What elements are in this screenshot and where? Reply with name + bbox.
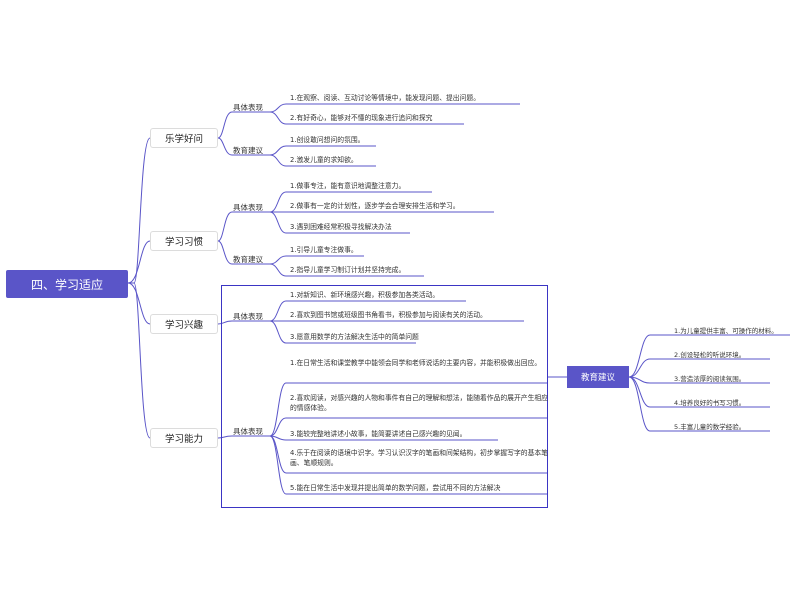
group-label[interactable]: 教育建议	[233, 146, 263, 155]
edu-leaf-item[interactable]: 1.为儿童提供丰富、可操作的材料。	[674, 327, 778, 335]
edu-leaf-item[interactable]: 4.培养良好的书写习惯。	[674, 399, 746, 407]
edu-leaf-item[interactable]: 5.丰富儿童的数学经验。	[674, 423, 746, 431]
leaf-item[interactable]: 3.遇到困难经常积极寻找解决办法	[290, 223, 392, 231]
leaf-item[interactable]: 2.喜欢到图书馆或班级图书角看书，积极参加与阅读有关的活动。	[290, 311, 487, 319]
group-label[interactable]: 具体表现	[233, 312, 263, 321]
leaf-item[interactable]: 5.能在日常生活中发现并提出简单的数学问题，尝试用不同的方法解决	[290, 484, 501, 492]
edu-leaf-item[interactable]: 2.创设轻松的听说环境。	[674, 351, 746, 359]
leaf-item[interactable]: 1.创设敢问想问的氛围。	[290, 136, 365, 144]
leaf-item[interactable]: 2.指导儿童学习制订计划并坚持完成。	[290, 266, 406, 274]
group-label[interactable]: 具体表现	[233, 427, 263, 436]
link-root-topic3	[127, 282, 151, 325]
link-t1-g1	[217, 111, 233, 139]
topic-node-4[interactable]: 学习能力	[150, 428, 218, 448]
group-label[interactable]: 教育建议	[233, 255, 263, 264]
leaf-item[interactable]: 3.愿意用数学的方法解决生活中的简单问题	[290, 333, 419, 341]
topic-node-2[interactable]: 学习习惯	[150, 231, 218, 251]
leaf-item[interactable]: 2.做事有一定的计划性，逐步学会合理安排生活和学习。	[290, 202, 460, 210]
link-t1-g2	[217, 137, 233, 156]
link-root-topic1	[128, 137, 151, 284]
edu-suggestion-node[interactable]: 教育建议	[567, 366, 629, 388]
highlight-frame	[221, 285, 548, 508]
root-node[interactable]: 四、学习适应	[6, 270, 128, 298]
leaf-item[interactable]: 4.乐于在阅读的语境中识字。学习认识汉字的笔画和间架结构，初步掌握写字的基本笔画…	[290, 449, 548, 467]
leaf-item[interactable]: 1.做事专注，能有意识地调整注意力。	[290, 182, 406, 190]
leaf-item[interactable]: 1.引导儿童专注做事。	[290, 246, 358, 254]
leaf-item[interactable]: 1.对新知识、新环境感兴趣，积极参加各类活动。	[290, 291, 440, 299]
leaf-item[interactable]: 2.有好奇心，能够对不懂的现象进行追问和探究	[290, 114, 433, 122]
leaf-item[interactable]: 2.激发儿童的求知欲。	[290, 156, 358, 164]
leaf-item[interactable]: 1.在观察、阅读、互动讨论等情境中，能发现问题、提出问题。	[290, 94, 480, 102]
group-label[interactable]: 具体表现	[233, 103, 263, 112]
leaf-item[interactable]: 2.喜欢阅读，对感兴趣的人物和事件有自己的理解和想法，能随着作品的展开产生相应的…	[290, 394, 548, 412]
topic-node-3[interactable]: 学习兴趣	[150, 314, 218, 334]
link-root-topic2	[127, 240, 151, 284]
group-label[interactable]: 具体表现	[233, 203, 263, 212]
topic-node-1[interactable]: 乐学好问	[150, 128, 218, 148]
leaf-item[interactable]: 3.能较完整地讲述小故事，能简要讲述自己感兴趣的见闻。	[290, 430, 467, 438]
edu-leaf-item[interactable]: 3.营造浓厚的阅读氛围。	[674, 375, 746, 383]
link-root-topic4	[128, 282, 151, 439]
leaf-item[interactable]: 1.在日常生活和课堂教学中能领会同学和老师说话的主要内容，并能积极做出回应。	[290, 359, 542, 367]
